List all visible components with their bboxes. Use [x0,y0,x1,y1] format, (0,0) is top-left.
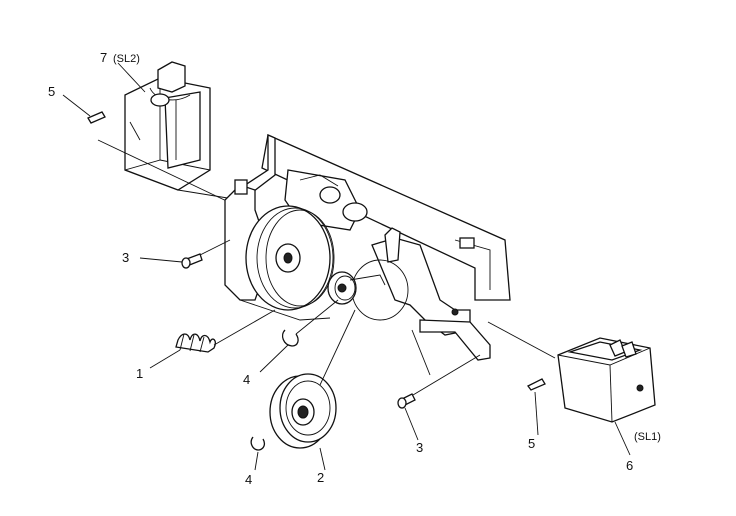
screw-3-right [397,329,481,441]
label-4-upper: 4 [243,372,250,387]
screw-3-left [139,239,231,269]
label-3-right: 3 [416,440,423,455]
label-1: 1 [136,366,143,381]
e-ring-4-lower [250,436,266,471]
label-5-top: 5 [48,84,55,99]
label-6: 6 [626,458,633,473]
label-3-left: 3 [122,250,129,265]
label-2: 2 [317,470,324,485]
label-7: 7 [100,50,107,65]
gear-2 [269,309,356,471]
large-gear [245,205,409,321]
pin-5-top [62,94,106,124]
solenoid-sl2 [124,61,211,191]
leader-7 [117,62,146,93]
spring-1 [149,309,276,369]
pinion-gear [327,271,386,305]
e-ring-4-upper [259,299,339,373]
pin-5-right [527,378,546,436]
label-sl2: (SL2) [113,53,140,65]
solenoid-sl1 [487,321,656,456]
label-4-lower: 4 [245,472,252,487]
label-sl1: (SL1) [634,431,661,443]
label-5-right: 5 [528,436,535,451]
